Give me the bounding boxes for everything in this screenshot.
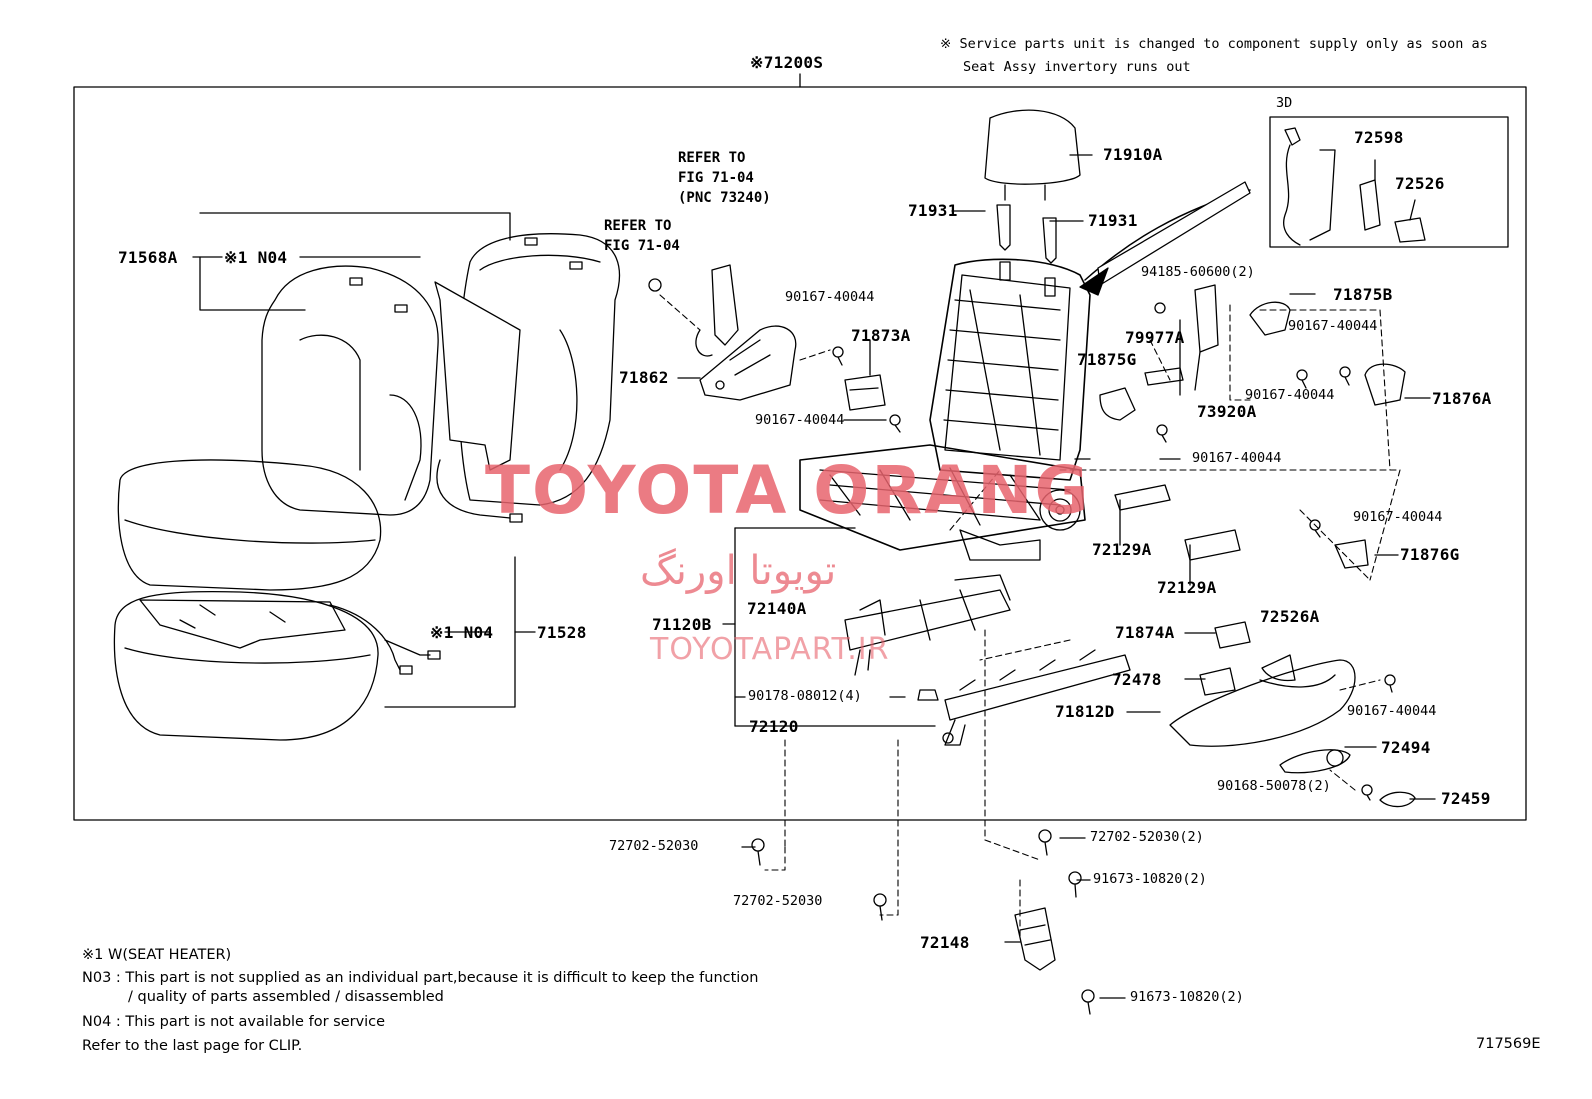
footnote-2: N03 : This part is not supplied as an in… bbox=[82, 970, 759, 986]
footnote-3: / quality of parts assembled / disassemb… bbox=[128, 989, 444, 1005]
part-94185: 94185-60600(2) bbox=[1141, 264, 1255, 280]
part-72494: 72494 bbox=[1381, 738, 1431, 757]
refer-fig-71-04-pnc: REFER TO FIG 71-04 (PNC 73240) bbox=[678, 150, 771, 206]
part-90178: 90178-08012(4) bbox=[748, 688, 862, 704]
footnote-1: ※1 W(SEAT HEATER) bbox=[82, 947, 232, 963]
part-72702-c: 72702-52030(2) bbox=[1090, 829, 1204, 845]
part-71120B: 71120B bbox=[652, 615, 712, 634]
part-71528: 71528 bbox=[537, 623, 587, 642]
part-71874A: 71874A bbox=[1115, 623, 1175, 642]
part-72129A-b: 72129A bbox=[1157, 578, 1217, 597]
part-72459: 72459 bbox=[1441, 789, 1491, 808]
part-90167-c: 90167-40044 bbox=[1192, 450, 1282, 466]
part-90167-b: 90167-40044 bbox=[755, 412, 845, 428]
refer-fig-71-04: REFER TO FIG 71-04 bbox=[604, 218, 680, 254]
part-73920A: 73920A bbox=[1197, 402, 1257, 421]
part-90167-f: 90167-40044 bbox=[1353, 509, 1443, 525]
part-72526: 72526 bbox=[1395, 174, 1445, 193]
part-72148: 72148 bbox=[920, 933, 970, 952]
part-79977A: 79977A bbox=[1125, 328, 1185, 347]
part-91673-a: 91673-10820(2) bbox=[1093, 871, 1207, 887]
part-91673-b: 91673-10820(2) bbox=[1130, 989, 1244, 1005]
part-71910A: 71910A bbox=[1103, 145, 1163, 164]
part-90167-d: 90167-40044 bbox=[1288, 318, 1378, 334]
footnote-4: N04 : This part is not available for ser… bbox=[82, 1014, 386, 1030]
part-71812D: 71812D bbox=[1055, 702, 1115, 721]
part-90167-g: 90167-40044 bbox=[1347, 703, 1437, 719]
part-72129A-a: 72129A bbox=[1092, 540, 1152, 559]
part-71568A: 71568A bbox=[118, 248, 178, 267]
inset-title: 3D bbox=[1276, 95, 1293, 111]
part-71931-right: 71931 bbox=[1088, 211, 1138, 230]
assembly-label: ※71200S bbox=[750, 53, 824, 72]
part-71931-left: 71931 bbox=[908, 201, 958, 220]
part-71873A: 71873A bbox=[851, 326, 911, 345]
part-72526A: 72526A bbox=[1260, 607, 1320, 626]
part-72702-a: 72702-52030 bbox=[609, 838, 699, 854]
part-71876G: 71876G bbox=[1400, 545, 1460, 564]
inset-frame bbox=[1269, 116, 1509, 248]
part-72140A: 72140A bbox=[747, 599, 807, 618]
part-71528-note: ※1 N04 bbox=[430, 623, 494, 642]
part-71568A-note: ※1 N04 bbox=[224, 248, 288, 267]
figure-code: 717569E bbox=[1476, 1036, 1541, 1052]
part-71875B: 71875B bbox=[1333, 285, 1393, 304]
part-90167-a: 90167-40044 bbox=[785, 289, 875, 305]
service-note-line1: ※ Service parts unit is changed to compo… bbox=[940, 36, 1488, 52]
part-71876A: 71876A bbox=[1432, 389, 1492, 408]
assembly-frame bbox=[73, 86, 1527, 821]
footnote-5: Refer to the last page for CLIP. bbox=[82, 1038, 303, 1054]
part-72120: 72120 bbox=[749, 717, 799, 736]
service-note-line2: Seat Assy invertory runs out bbox=[963, 59, 1191, 75]
part-72478: 72478 bbox=[1112, 670, 1162, 689]
part-71875G: 71875G bbox=[1077, 350, 1137, 369]
part-72598: 72598 bbox=[1354, 128, 1404, 147]
part-72702-b: 72702-52030 bbox=[733, 893, 823, 909]
part-71862: 71862 bbox=[619, 368, 669, 387]
part-90167-e: 90167-40044 bbox=[1245, 387, 1335, 403]
part-90168: 90168-50078(2) bbox=[1217, 778, 1331, 794]
